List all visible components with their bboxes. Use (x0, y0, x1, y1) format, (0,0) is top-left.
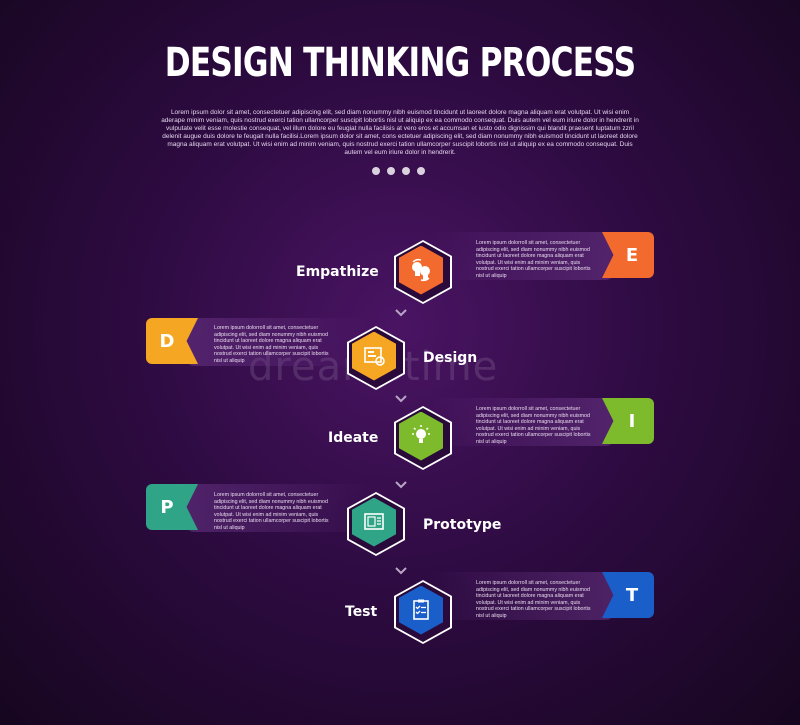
step-letter-text: E (625, 244, 639, 266)
step-card-design (186, 318, 370, 366)
chevron-down-icon (395, 481, 407, 489)
dot (387, 167, 395, 175)
chevron-down-icon (395, 567, 407, 575)
pagination-dots (372, 167, 432, 177)
step-letter-t: T (602, 572, 654, 618)
step-hex-test (394, 580, 452, 644)
intro-text: Lorem ipsum dolor sit amet, consectetuer… (161, 109, 639, 156)
step-letter-text: P (160, 496, 174, 518)
step-card-test (430, 572, 614, 620)
step-label-empathize: Empathize (296, 264, 379, 280)
step-label-test: Test (345, 604, 378, 620)
step-letter-text: T (625, 584, 639, 606)
step-text-empathize: Lorem ipsum dolorroll sit amet, consecte… (476, 240, 591, 279)
step-text-ideate: Lorem ipsum dolorroll sit amet, consecte… (476, 406, 591, 445)
step-letter-p: P (146, 484, 198, 530)
dot (402, 167, 410, 175)
checklist-icon (399, 585, 443, 635)
step-label-prototype: Prototype (423, 517, 502, 533)
step-letter-text: I (628, 410, 636, 432)
step-card-ideate (430, 398, 614, 446)
step-label-ideate: Ideate (328, 430, 379, 446)
chevron-down-icon (395, 309, 407, 317)
step-text-design: Lorem ipsum dolorroll sit amet, consecte… (214, 325, 329, 364)
step-card-prototype (186, 484, 370, 532)
chevron-down-icon (395, 395, 407, 403)
step-card-empathize (430, 232, 614, 280)
page-title: DESIGN THINKING PROCESS (164, 40, 636, 86)
dot (372, 167, 380, 175)
dot (417, 167, 425, 175)
step-label-design: Design (423, 350, 478, 366)
step-letter-text: D (159, 330, 175, 352)
step-text-prototype: Lorem ipsum dolorroll sit amet, consecte… (214, 492, 329, 531)
step-text-test: Lorem ipsum dolorroll sit amet, consecte… (476, 580, 591, 619)
